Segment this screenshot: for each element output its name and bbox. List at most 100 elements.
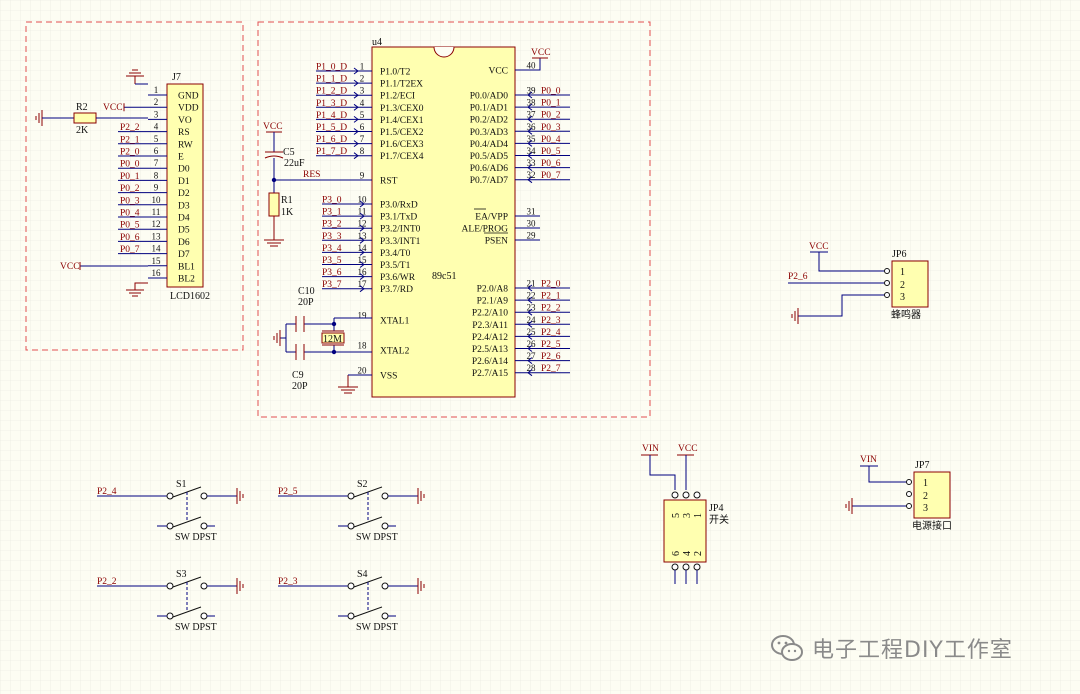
power-switch[interactable]: VIN VCC 5 3 1 6 4 2 JP4 开关 bbox=[641, 444, 729, 584]
key-switch-net: P2_5 bbox=[278, 487, 298, 497]
mcu-left-pin-name: P3.6/WR bbox=[380, 273, 416, 283]
lcd-net-label: P0_6 bbox=[120, 233, 140, 243]
switch-vcc-label: VCC bbox=[678, 444, 698, 454]
mcu-pin-arrow bbox=[353, 67, 359, 75]
mcu-vcc-label: VCC bbox=[531, 48, 551, 58]
crystal-cap-wires bbox=[286, 323, 334, 353]
mcu-left-net-label: P1_0_D bbox=[316, 63, 347, 73]
key-switch-lever bbox=[172, 606, 202, 618]
power-jack[interactable]: JP7 1 2 3 电源接口 VIN bbox=[845, 455, 952, 532]
key-switch-net: P2_4 bbox=[97, 487, 117, 497]
lcd-pin-name: BL1 bbox=[178, 262, 195, 272]
buzzer-ref: JP6 bbox=[892, 249, 906, 260]
reset-net-label: RES bbox=[303, 170, 320, 180]
mcu-left-net-label: P3_4 bbox=[322, 244, 342, 254]
buzzer-connector[interactable]: JP6 1 2 3 蜂鸣器 VCC P2_6 bbox=[788, 242, 929, 324]
mcu-right-pin-number: 30 bbox=[527, 219, 537, 229]
buzzer-label: 蜂鸣器 bbox=[891, 308, 921, 321]
jack-vin-wire bbox=[860, 465, 909, 483]
lcd-module[interactable]: J7 LCD1602 1GND2VDDVCC3VO4RSP2_25RWP2_16… bbox=[35, 69, 210, 302]
jack-pin-3: 3 bbox=[923, 503, 928, 514]
lcd-pin-number: 11 bbox=[152, 207, 161, 217]
mcu-pin-arrow bbox=[359, 236, 365, 244]
mcu-right-pin-number: 34 bbox=[527, 146, 537, 156]
mcu-right-net-label: P2_3 bbox=[541, 316, 561, 326]
switch-pin-4: 4 bbox=[682, 551, 693, 556]
mcu-left-pin-number: 7 bbox=[360, 134, 365, 144]
mcu-left-pin-number: 9 bbox=[360, 171, 365, 181]
lcd-gnd-symbol bbox=[126, 69, 144, 84]
mcu-right-net-label: P2_0 bbox=[541, 280, 561, 290]
mcu-pin-arrow bbox=[527, 320, 533, 328]
c10-ref: C10 bbox=[298, 286, 315, 297]
mcu-left-net-label: P3_6 bbox=[322, 268, 342, 278]
mcu-pin-arrow bbox=[353, 128, 359, 135]
lcd-pin-number: 15 bbox=[152, 256, 162, 266]
mcu-right-pin-name: P2.7/A15 bbox=[472, 369, 508, 379]
mcu-left-pin-name: P3.2/INT0 bbox=[380, 225, 421, 235]
lcd-net-label: P0_7 bbox=[120, 245, 140, 255]
mcu-right-pin-name: P0.3/AD3 bbox=[470, 128, 509, 138]
mcu-left-pin-name: P3.3/INT1 bbox=[380, 237, 421, 247]
mcu-right-pin-number: 38 bbox=[527, 98, 537, 108]
key-switch-ref: S3 bbox=[176, 569, 187, 580]
mcu-right-pin-name: P2.5/A13 bbox=[472, 345, 508, 355]
lcd-vdd-label: VCC bbox=[103, 103, 123, 113]
mcu-right-net-label: P2_6 bbox=[541, 352, 561, 362]
mcu-pin-arrow bbox=[527, 357, 533, 364]
mcu-right-pin-name: P2.1/A9 bbox=[477, 297, 509, 307]
mcu-right-net-label: P0_7 bbox=[541, 171, 561, 181]
lcd-pin-number: 12 bbox=[152, 219, 161, 229]
mcu-right-net-label: P0_3 bbox=[541, 123, 561, 133]
mcu-right-pin-number: 24 bbox=[527, 315, 537, 325]
mcu-right-pin-number: 35 bbox=[527, 134, 537, 144]
buzzer-pin3-dot bbox=[884, 292, 890, 298]
r1-value: 1K bbox=[281, 207, 294, 218]
mcu-left-pin-name: P3.5/T1 bbox=[380, 261, 411, 271]
mcu-left-pin-name: P1.2/ECI bbox=[380, 92, 415, 102]
watermark: 电子工程DIY工作室 bbox=[770, 632, 1013, 664]
key-switch-contact bbox=[347, 612, 355, 620]
mcu-right-net-label: P0_1 bbox=[541, 99, 561, 109]
lcd-net-label: P0_2 bbox=[120, 184, 140, 194]
wechat-icon bbox=[771, 635, 803, 661]
mcu-right-pin-number: 26 bbox=[527, 339, 537, 349]
mcu-pin-arrow bbox=[359, 224, 365, 232]
mcu-pin-arrow bbox=[353, 152, 359, 160]
mcu-left-pin-number: 11 bbox=[358, 207, 367, 217]
mcu-right-pin-name: P2.0/A8 bbox=[477, 285, 509, 295]
xtal-pin-wires bbox=[334, 317, 372, 353]
r1-ref: R1 bbox=[281, 195, 293, 206]
buzzer-vcc-label: VCC bbox=[809, 242, 829, 252]
mcu-left-pin-number: 5 bbox=[360, 110, 365, 120]
lcd-net-label: P2_2 bbox=[120, 123, 140, 133]
mcu-left-net-label: P1_3_D bbox=[316, 99, 347, 109]
mcu-right-net-label: P0_6 bbox=[541, 159, 561, 169]
mcu-pin-arrow bbox=[359, 285, 365, 293]
mcu-left-pin-number: 20 bbox=[358, 366, 368, 376]
lcd-pin-name: D3 bbox=[178, 201, 190, 211]
key-switch-lever bbox=[172, 516, 202, 528]
r1-body bbox=[268, 192, 280, 217]
mcu-left-net-label: P3_3 bbox=[322, 232, 342, 242]
lcd-ref: J7 bbox=[172, 72, 181, 83]
r1-gnd-symbol bbox=[264, 216, 284, 247]
c5-plate-bottom bbox=[264, 155, 284, 159]
mcu-pin-arrow bbox=[527, 308, 533, 316]
key-switch-ref: S2 bbox=[357, 479, 368, 490]
key-switch-contact bbox=[200, 612, 208, 620]
buzzer-net-label: P2_6 bbox=[788, 272, 808, 282]
lcd-net-label: P0_1 bbox=[120, 172, 140, 182]
mcu-right-net-label: P0_5 bbox=[541, 147, 561, 157]
mcu-right-pin-name: P0.7/AD7 bbox=[470, 176, 509, 186]
jack-pin3-dot bbox=[906, 503, 912, 509]
buzzer-gnd-wire bbox=[798, 294, 887, 317]
key-switch-ref: S4 bbox=[357, 569, 368, 580]
mcu-right-net-label: P2_1 bbox=[541, 292, 561, 302]
